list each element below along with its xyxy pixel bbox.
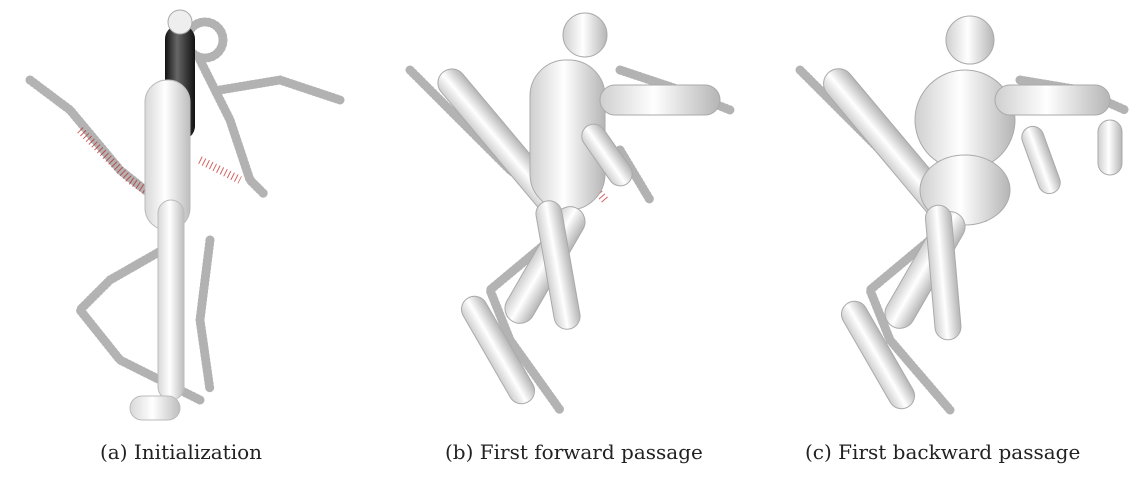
body-model	[817, 16, 1122, 413]
panel-backward: (c) First backward passage	[760, 0, 1141, 480]
panel-initialization: (a) Initialization	[0, 0, 380, 480]
caption-c: (c) First backward passage	[805, 440, 1080, 464]
leg	[158, 200, 184, 400]
caption-a: (a) Initialization	[100, 440, 262, 464]
body-model	[130, 10, 195, 420]
caption-b: (b) First forward passage	[445, 440, 703, 464]
head-sphere	[168, 10, 192, 34]
foot	[130, 396, 180, 420]
arm-left	[1019, 123, 1064, 196]
figure-initialization	[0, 0, 380, 440]
body-model	[432, 13, 720, 408]
panel-forward: (b) First forward passage	[380, 0, 760, 480]
head-sphere	[946, 16, 994, 64]
arm-right	[995, 85, 1110, 115]
forearm-right	[1098, 120, 1122, 175]
figure-backward-passage	[760, 0, 1141, 440]
head-sphere	[563, 13, 607, 57]
arm-right	[600, 85, 720, 115]
figure-forward-passage	[380, 0, 760, 440]
